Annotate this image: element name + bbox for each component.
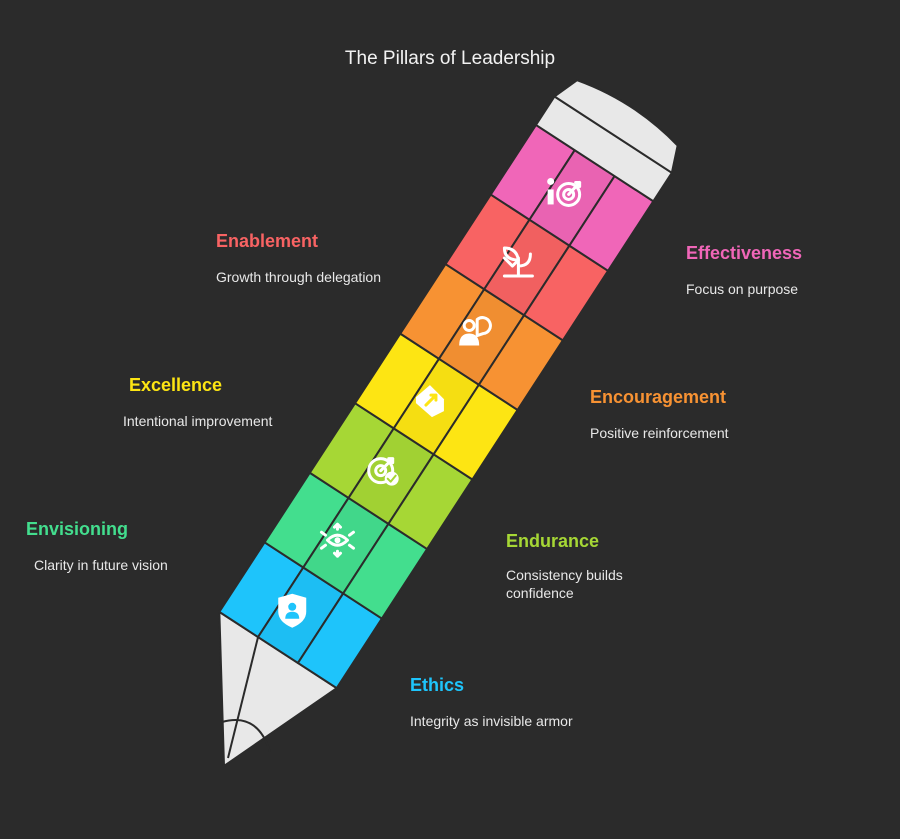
pillar-label-enablement: Enablement Growth through delegation [216,230,381,286]
pencil-eraser [552,79,679,175]
tag-arrow-icon [415,385,444,418]
person-target-icon [547,177,582,207]
pillar-description-excellence: Intentional improvement [123,413,273,429]
pillar-title-excellence: Excellence [129,375,223,395]
pillar-label-envisioning: Envisioning Clarity in future vision [26,518,168,574]
page-title: The Pillars of Leadership [344,48,556,69]
pillar-label-excellence: Excellence Intentional improvement [123,374,272,430]
pillar-label-effectiveness: Effectiveness Focus on purpose [686,242,802,298]
pillar-description-effectiveness: Focus on purpose [686,281,799,297]
pillar-description-envisioning: Clarity in future vision [34,557,168,573]
pillar-description-ethics: Integrity as invisible armor [410,713,573,729]
pillar-title-enablement: Enablement [216,231,319,251]
pillar-title-effectiveness: Effectiveness [686,243,803,263]
pencil-tip-facet [227,636,260,759]
pillar-title-endurance: Endurance [506,531,600,551]
shield-person-icon [278,593,307,628]
pillar-label-encouragement: Encouragement Positive reinforcement [590,386,729,442]
pillar-title-ethics: Ethics [410,675,465,695]
eye-arrows-icon [319,522,355,558]
person-speech-icon [459,316,492,346]
pillar-description-encouragement: Positive reinforcement [590,425,729,441]
plant-growth-icon [502,246,534,278]
pillar-label-endurance: Endurance Consistency builds confidence [506,530,656,602]
pillar-label-ethics: Ethics Integrity as invisible armor [410,674,573,730]
target-check-icon [367,457,399,486]
pillar-title-encouragement: Encouragement [590,387,727,407]
pillar-title-envisioning: Envisioning [26,519,129,539]
pillar-description-enablement: Growth through delegation [216,269,381,285]
pillar-description-endurance: Consistency builds confidence [506,567,623,601]
pencil-tip-line [221,719,271,753]
